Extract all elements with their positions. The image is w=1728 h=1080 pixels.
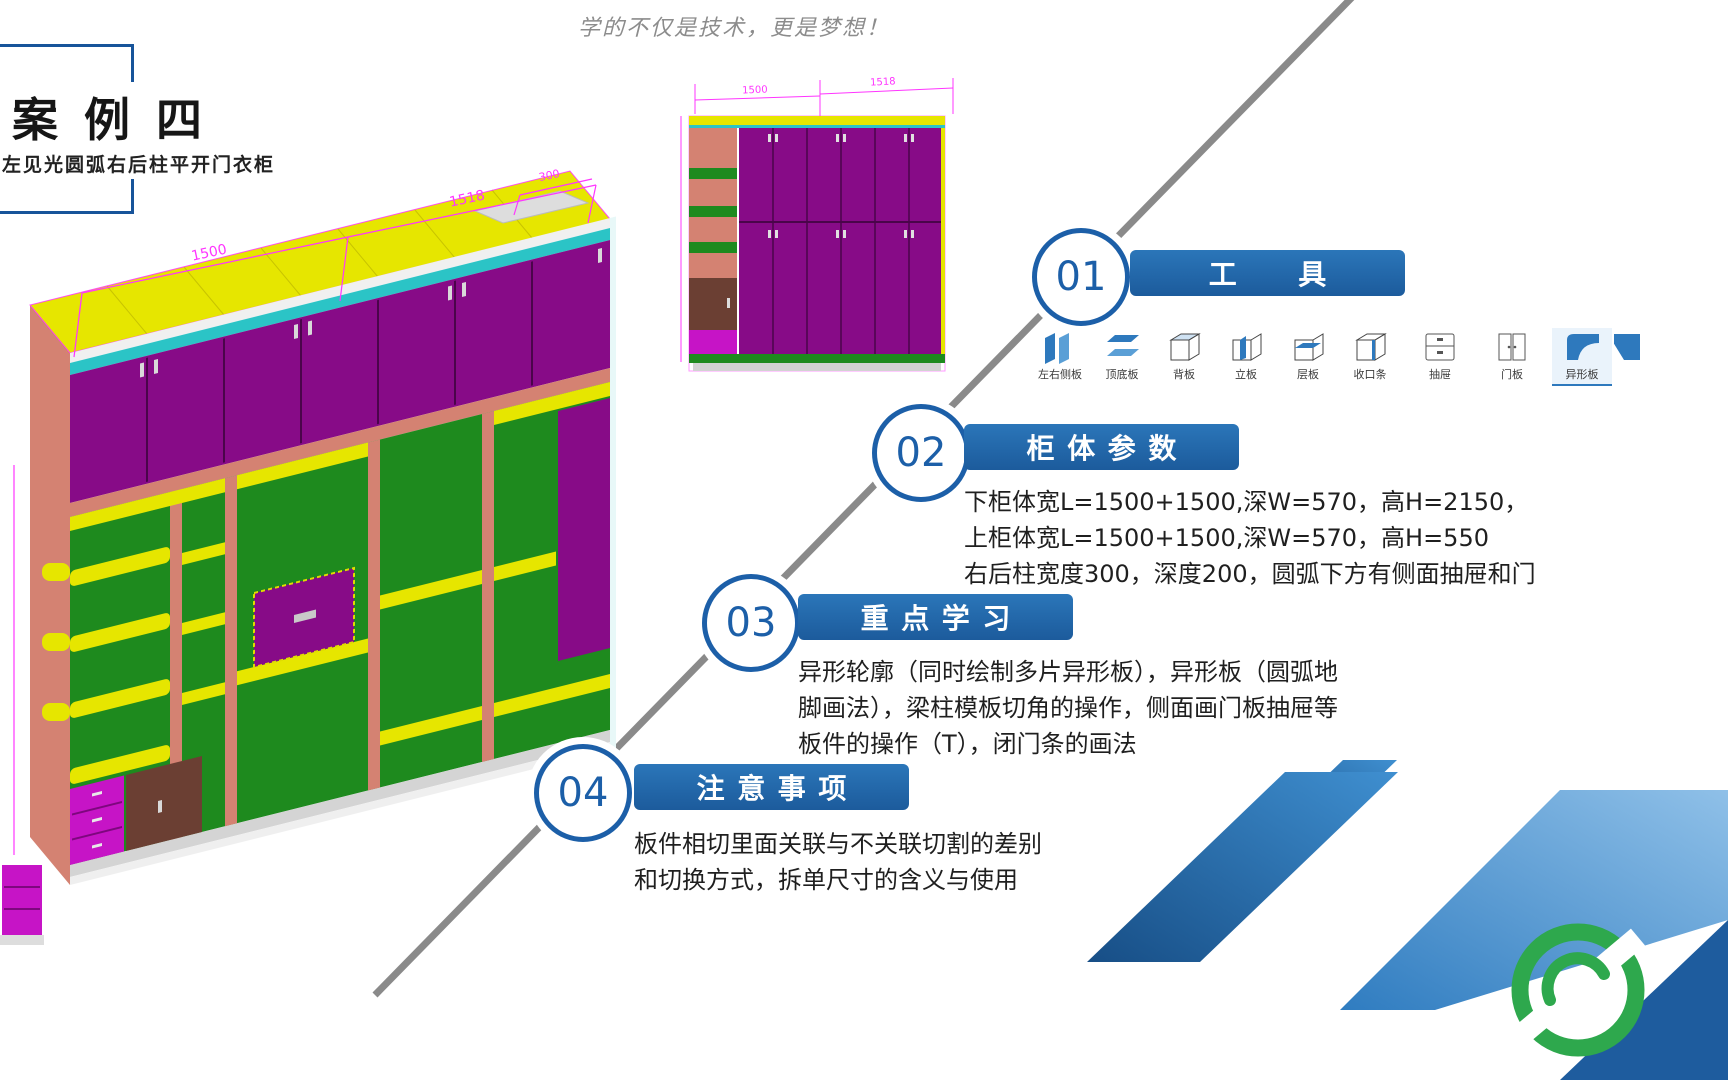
tagline: 学的不仅是技术，更是梦想！ [578,16,891,41]
section-03-number: 03 [702,574,800,672]
corner-drawer-unit [2,865,42,935]
section-03-number-label: 03 [725,600,777,646]
section-04-body: 板件相切里面关联与不关联切割的差别 和切换方式，拆单尺寸的含义与使用 [634,826,1042,898]
section-02-number: 02 [872,404,970,502]
side-panels-icon [1045,333,1069,364]
tool-label: 异形板 [1565,368,1599,381]
case-subtitle: 左见光圆弧右后柱平开门衣柜 [0,148,284,179]
dim-label-1500: 1500 [190,242,228,265]
section-03-title: 重点学习 [860,602,1023,635]
front-view-doors [739,128,941,354]
tool-side-panels: 左右侧板 [1030,328,1090,384]
front-view-side-column [689,128,737,278]
section-03-banner: 重点学习 [798,594,1073,640]
section-02-line: 下柜体宽L=1500+1500,深W=570，高H=2150， [964,488,1529,516]
wardrobe-top-surface [30,171,610,353]
section-02-banner: 柜体参数 [964,424,1239,470]
tool-label: 左右侧板 [1038,368,1082,381]
section-02-line: 右后柱宽度300，深度200，圆弧下方有侧面抽屉和门 [964,560,1536,588]
right-purple-panel [558,397,610,661]
vertical-panel-icon [1232,333,1262,361]
case-title: 案例四 [6,82,228,152]
section-04-title: 注意事项 [696,772,859,805]
tool-trim-strip: 收口条 [1340,328,1400,384]
section-03-body: 异形轮廓（同时绘制多片异形板），异形板（圆弧地 脚画法），梁柱模板切角的操作，侧… [798,654,1338,762]
deco-band-wide [1340,790,1728,1010]
green-logo [1508,923,1646,1057]
small-dim-1500: 1500 [742,85,768,97]
section-02-title: 柜体参数 [1026,432,1189,465]
wardrobe-side-panel [30,305,70,885]
section-03-line: 脚画法），梁柱模板切角的操作，侧面画门板抽屉等 [798,694,1338,722]
small-dim-1518: 1518 [870,76,896,88]
section-01-number: 01 [1032,228,1130,326]
section-03-line: 异形轮廓（同时绘制多片异形板），异形板（圆弧地 [798,658,1338,686]
tool-label: 收口条 [1353,368,1387,381]
shaped-panel-icon [1567,334,1599,360]
section-04-banner: 注意事项 [634,764,909,810]
dimension-lines: 1500 1518 300 [13,167,597,855]
wardrobe-front-view-drawing: 1500 1518 [680,76,954,372]
dim-label-300: 300 [538,167,561,184]
wardrobe-3d-drawing: 1500 1518 300 [0,167,616,945]
section-04-number: 04 [534,744,632,842]
door-panel-icon [1498,333,1526,361]
tool-cut-off [1614,328,1640,366]
section-01-title: 工具 [1208,258,1388,291]
tool-shaped-panel: 异形板 [1552,328,1612,386]
section-02-body: 下柜体宽L=1500+1500,深W=570，高H=2150， 上柜体宽L=15… [964,484,1536,592]
trim-strip-icon [1355,333,1387,361]
cad-toolbar: 左右侧板 顶底板 背板 立板 [1030,328,1640,386]
dim-label-1518: 1518 [448,188,486,211]
tool-label: 层板 [1297,368,1319,381]
section-04-line: 和切换方式，拆单尺寸的含义与使用 [634,866,1018,894]
section-02-number-label: 02 [895,430,947,476]
section-03-line: 板件的操作（T），闭门条的画法 [798,730,1137,758]
cut-off-tool-icon [1614,334,1640,360]
tool-shelf-panel: 层板 [1278,328,1338,384]
tool-label: 抽屉 [1429,368,1451,381]
deco-band-large [1087,772,1398,962]
tool-label: 立板 [1235,368,1257,381]
tool-label: 顶底板 [1105,368,1139,381]
tool-door-panel: 门板 [1482,328,1542,384]
section-01-number-label: 01 [1055,254,1107,300]
section-04-line: 板件相切里面关联与不关联切割的差别 [634,830,1042,858]
tool-label: 门板 [1501,368,1523,381]
top-right-slab [473,190,590,224]
section-01-banner: 工具 [1130,250,1405,296]
tool-label: 背板 [1173,368,1195,381]
drawer-icon [1425,333,1455,361]
tool-drawer: 抽屉 [1410,328,1470,384]
lower-brown-cabinet [126,755,202,851]
section-02-line: 上柜体宽L=1500+1500,深W=570，高H=550 [964,524,1489,552]
wardrobe-front-face [70,216,616,885]
shelf-panel-icon [1294,333,1324,361]
upper-cabinet-doors [70,239,610,503]
tool-back-panel: 背板 [1154,328,1214,384]
section-04-number-label: 04 [557,770,609,816]
top-bottom-panel-icon [1107,335,1139,356]
decorative-shapes [1087,760,1728,1080]
tool-top-bottom-panel: 顶底板 [1092,328,1152,384]
tool-vertical-panel: 立板 [1216,328,1276,384]
back-panel-icon [1169,333,1201,361]
